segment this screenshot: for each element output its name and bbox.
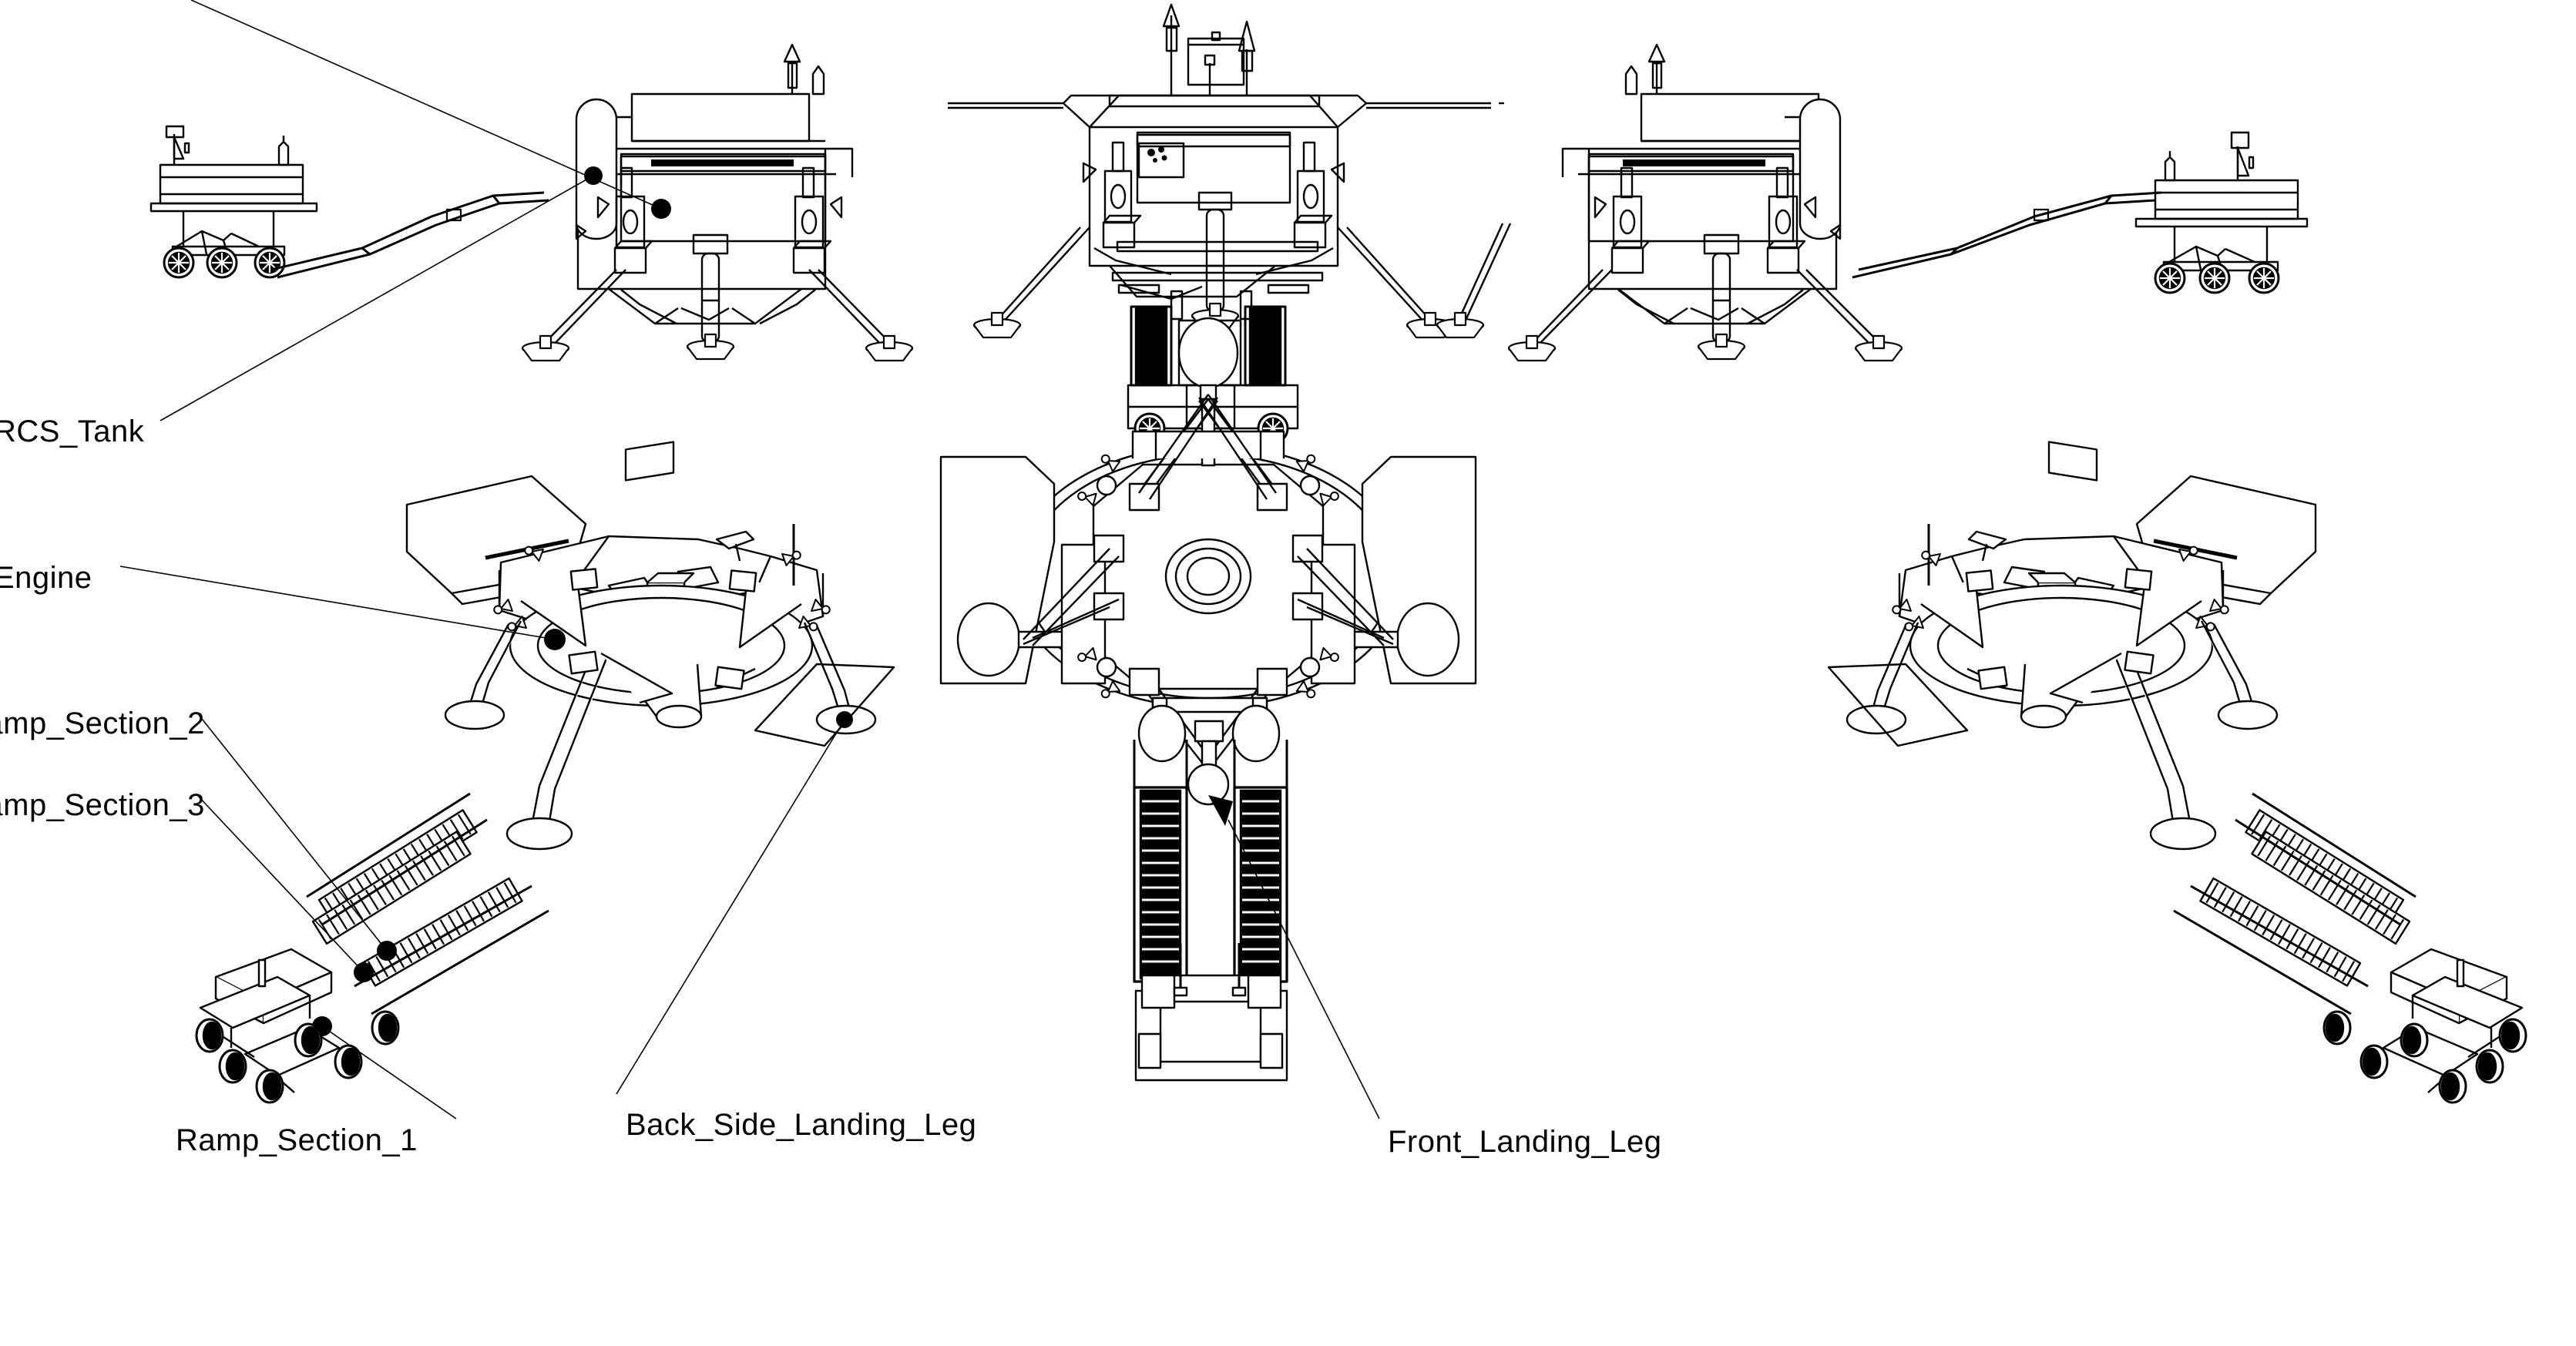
landing-legs-iso-left [444,568,877,851]
rover-wheels-front [1130,305,1287,387]
solar-panels-plan [939,455,1477,685]
lander-side-right [1507,43,1903,362]
leader-front-landing-leg [1228,819,1380,1119]
callout-rcs-tank: RCS_Tank [0,415,145,448]
engine-plan [1164,538,1252,615]
rover-plan [1134,943,1288,1082]
callout-front-landing-leg: Front_Landing_Leg [1388,1125,1662,1159]
ramp-side-right [1852,191,2162,279]
view-front [948,3,1512,445]
callout-engine: Engine [0,561,92,595]
callout-ramp-section-2: Ramp_Section_2 [0,707,205,740]
flag-emblem [1137,142,1185,179]
ramp-side-left [270,191,549,279]
solar-panel-booms-front [948,102,1504,109]
leader-ramp-section-2 [198,714,388,952]
ground-plate-iso-left [754,663,895,747]
view-side-right [1507,43,2309,362]
lander-body-plan [1092,463,1325,690]
lander-side-left [521,43,914,362]
front-landing-leg-arrowhead [1208,795,1233,826]
leader-rcs-tank-upper [190,0,662,210]
callout-ramp-section-1: Ramp_Section_1 [176,1123,418,1157]
leader-ramp-section-3 [196,794,364,973]
flag-stars-icon [1147,146,1167,163]
rover-side-right [2134,131,2309,294]
leader-rcs-tank [160,175,594,421]
callout-ramp-section-3: Ramp_Section_3 [0,788,205,822]
callout-back-side-landing-leg: Back_Side_Landing_Leg [626,1108,977,1142]
leader-engine [119,566,556,640]
rover-side-left [149,125,318,279]
rcs-clusters-plan [1076,451,1341,702]
leader-ramp-section-1 [321,1025,457,1119]
leader-lines [119,0,1380,1119]
leader-back-side-landing-leg [616,719,845,1095]
view-iso-left [195,441,895,1104]
rover-iso-left [195,948,400,1104]
view-side-left [149,43,914,362]
ramps-plan [1133,696,1288,1082]
view-plan [939,317,1477,1082]
view-iso-right [1827,441,2527,1104]
